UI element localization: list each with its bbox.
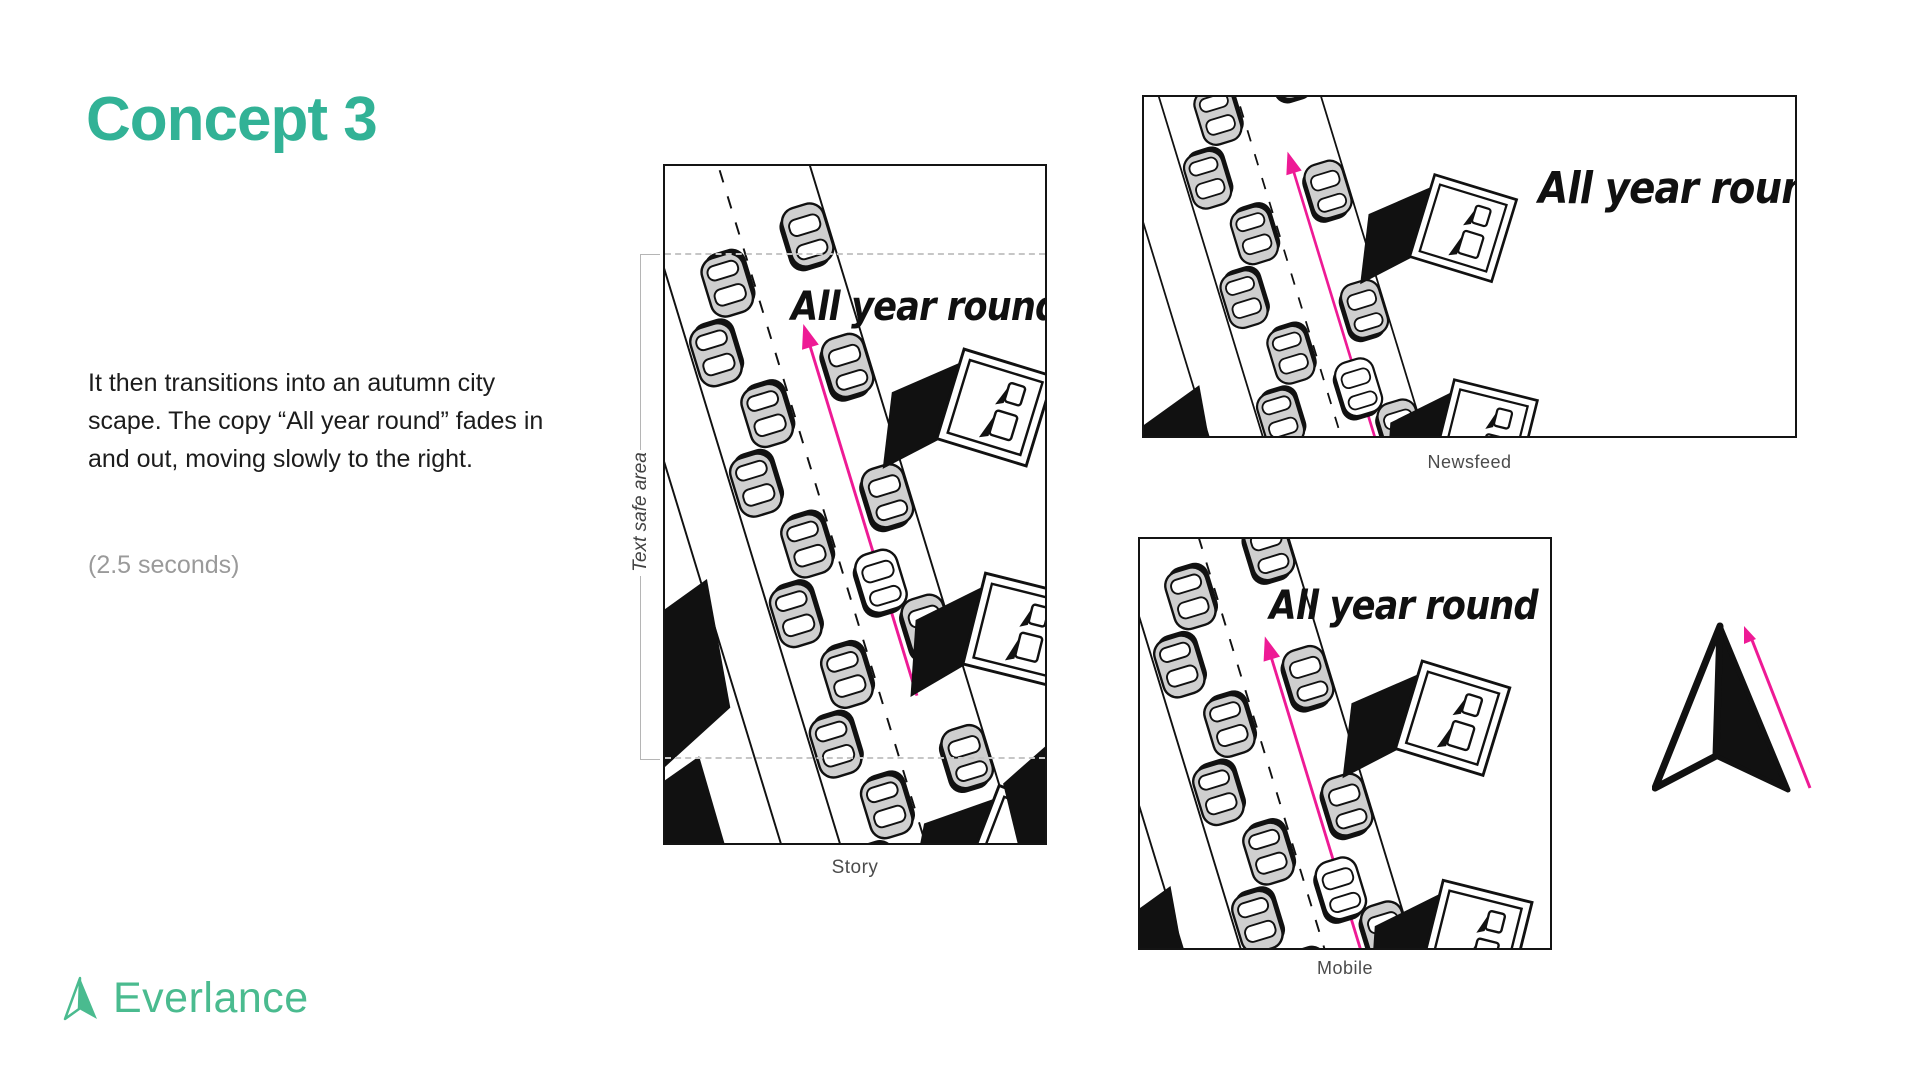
mobile-preview-frame: All year round	[1138, 537, 1552, 950]
safe-area-label: Text safe area	[630, 452, 651, 572]
logo-mark-icon	[63, 976, 97, 1020]
motion-arrow-icon	[1744, 626, 1812, 789]
duration-note: (2.5 seconds)	[88, 551, 240, 579]
mobile-frame-label: Mobile	[1316, 958, 1374, 978]
newsfeed-frame-label: Newsfeed	[1427, 452, 1512, 472]
safe-area-top-line	[665, 253, 1045, 255]
everlance-logo: Everlance	[63, 974, 309, 1023]
safe-area-bracket	[640, 759, 660, 760]
page-title: Concept 3	[86, 85, 378, 154]
overlay-copy: All year round	[1269, 583, 1538, 629]
city-illustration	[1144, 97, 1795, 436]
concept-description: It then transitions into an autumn city …	[88, 369, 544, 473]
newsfeed-preview-frame: All year round	[1142, 95, 1797, 438]
safe-area-bottom-line	[665, 757, 1045, 759]
overlay-copy: All year round	[790, 284, 1047, 330]
logo-wordmark: Everlance	[113, 974, 309, 1022]
overlay-copy: All year round	[1538, 163, 1795, 214]
safe-area-bracket	[640, 254, 641, 450]
logo-arrow-figure	[1652, 622, 1812, 793]
safe-area-bracket	[640, 576, 641, 760]
arrowhead-outline-half	[1652, 622, 1724, 792]
story-frame-label: Story	[831, 857, 879, 878]
safe-area-bracket	[640, 254, 660, 255]
city-illustration	[665, 166, 1045, 843]
story-preview-frame: All year round	[663, 164, 1047, 845]
